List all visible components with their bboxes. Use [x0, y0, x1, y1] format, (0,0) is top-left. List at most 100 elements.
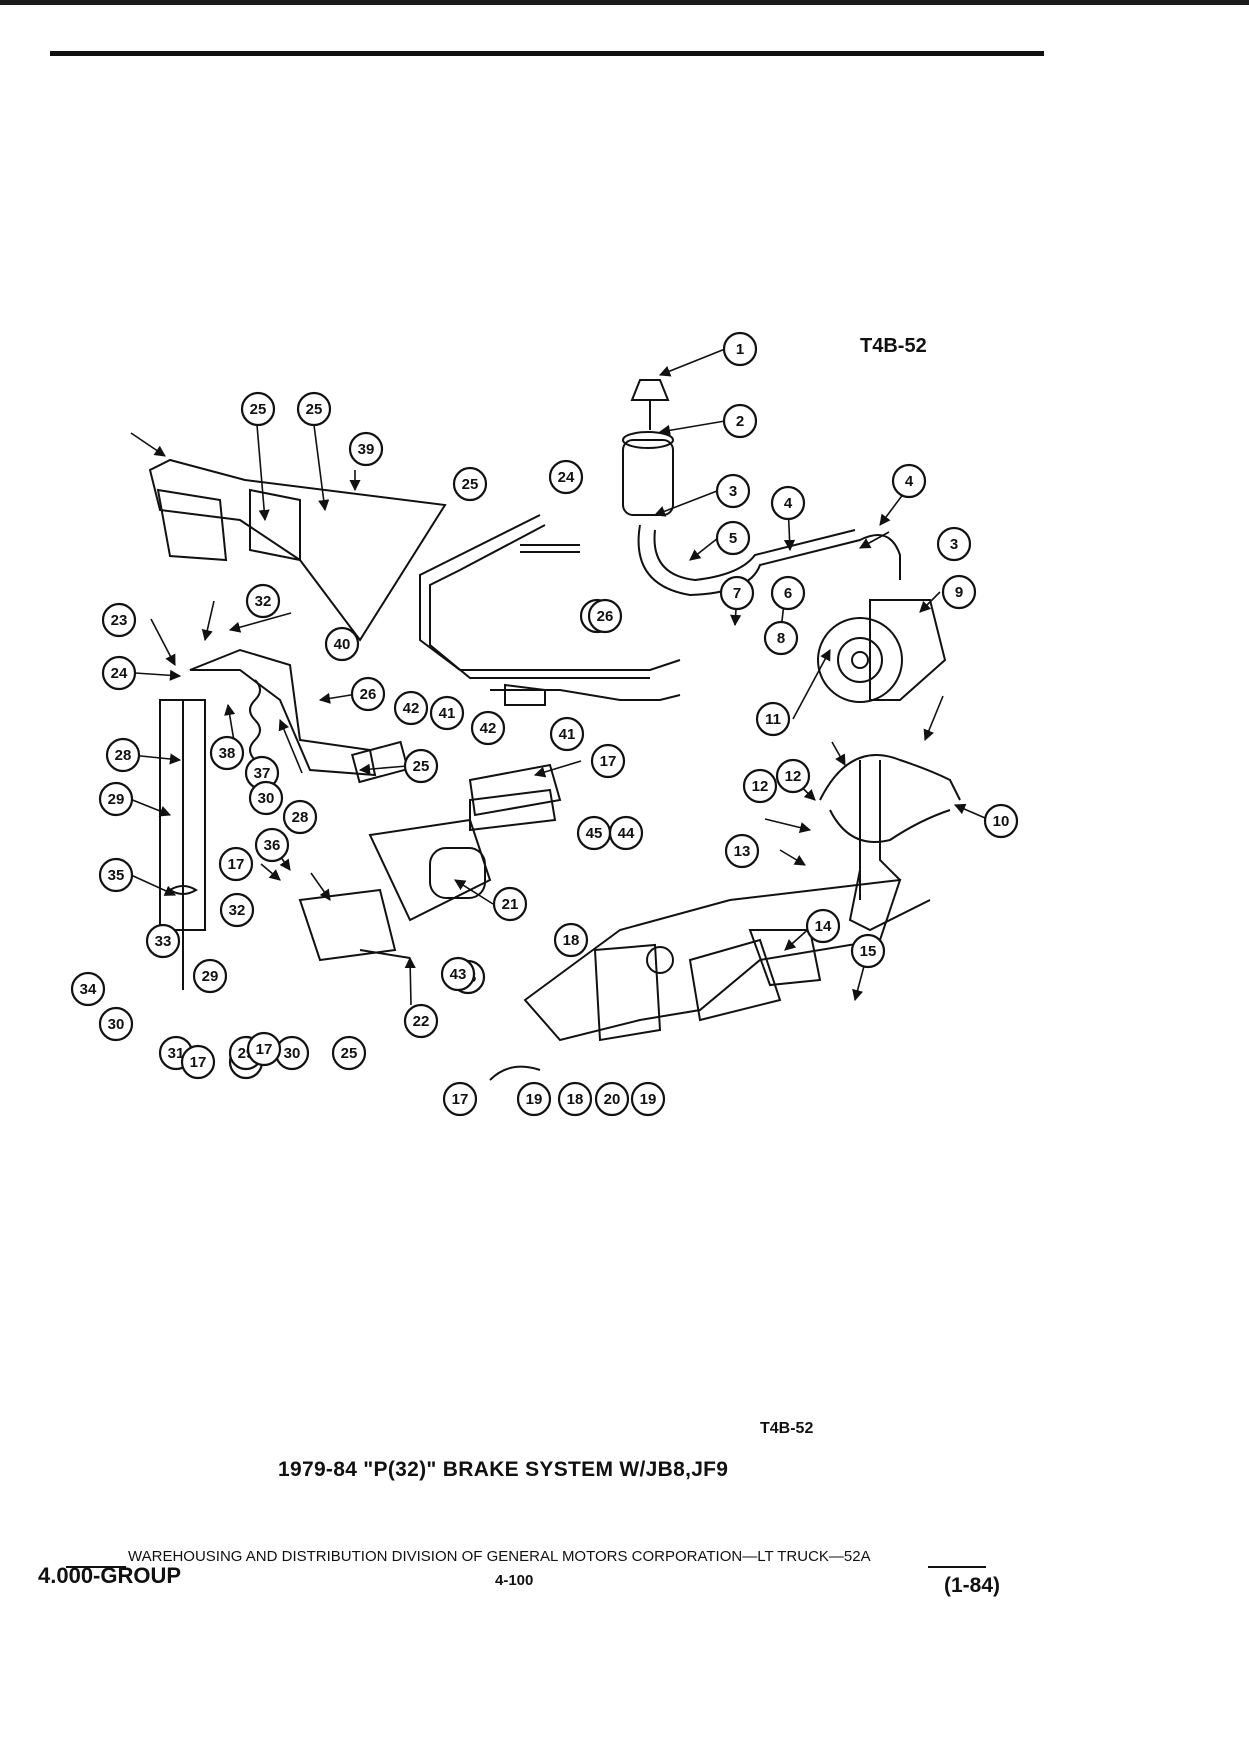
callout-17: 17: [442, 1081, 478, 1117]
callout-5: 5: [715, 520, 751, 556]
firewall-panel: [148, 458, 447, 642]
callout-41: 41: [429, 695, 465, 731]
gear-mount-bracket: [593, 943, 662, 1042]
callout-label: 29: [202, 968, 219, 985]
callout-label: 26: [360, 686, 377, 703]
callout-label: 19: [640, 1091, 657, 1108]
callout-label: 26: [597, 608, 614, 625]
callout-21: 21: [492, 886, 528, 922]
pressure-hose: [819, 754, 961, 801]
footer-date: (1-84): [944, 1574, 1001, 1597]
callout-30: 30: [98, 1006, 134, 1042]
callout-18: 18: [557, 1081, 593, 1117]
callout-45: 45: [576, 815, 612, 851]
bracket-plate-2: [249, 488, 301, 562]
callout-17: 17: [246, 1031, 282, 1067]
brake-pedal: [189, 648, 377, 777]
callout-label: 14: [815, 918, 832, 935]
callout-label: 30: [258, 790, 275, 807]
callout-37: 37: [244, 755, 280, 791]
callout-label: 17: [256, 1041, 273, 1058]
footer-group: 4.000-GROUP: [38, 1563, 182, 1588]
callout-label: 19: [526, 1091, 543, 1108]
callout-label: 3: [729, 483, 737, 500]
callout-11: 11: [755, 701, 791, 737]
callout-29: 29: [98, 781, 134, 817]
callout-4: 4: [891, 463, 927, 499]
bracket-plate: [156, 488, 228, 562]
callout-6: 6: [770, 575, 806, 611]
callout-12: 12: [742, 768, 778, 804]
callout-25: 25: [296, 391, 332, 427]
callout-label: 5: [729, 530, 737, 547]
callout-17: 17: [180, 1044, 216, 1080]
pump-reservoir: [622, 439, 674, 516]
page-top-edge: [0, 0, 1249, 5]
header-rule: [50, 51, 1044, 56]
callout-26: 26: [587, 598, 623, 634]
callout-label: 34: [80, 981, 97, 998]
callout-39: 39: [348, 431, 384, 467]
brake-line-b: [429, 524, 650, 679]
callout-30: 30: [248, 780, 284, 816]
callout-26: 26: [350, 676, 386, 712]
callout-label: 25: [250, 401, 267, 418]
combination-valve: [504, 683, 546, 706]
callout-label: 24: [111, 665, 128, 682]
callout-label: 41: [439, 705, 456, 722]
callout-41: 41: [549, 716, 585, 752]
pump-pulley: [817, 617, 903, 703]
callout-label: 40: [334, 636, 351, 653]
callout-7: 7: [719, 575, 755, 611]
footer-page-number: 4-100: [495, 1572, 534, 1589]
return-spring: [249, 679, 261, 761]
callout-44: 44: [608, 815, 644, 851]
callout-label: 7: [733, 585, 741, 602]
callout-label: 25: [462, 476, 479, 493]
callout-35: 35: [98, 857, 134, 893]
gear-mount-bushing: [646, 946, 674, 974]
callout-28: 28: [282, 799, 318, 835]
callout-24: 24: [548, 459, 584, 495]
callout-label: 8: [777, 630, 785, 647]
callout-23: 23: [101, 602, 137, 638]
callout-18: 18: [553, 922, 589, 958]
callout-label: 41: [559, 726, 576, 743]
callout-22: 22: [403, 1003, 439, 1039]
callout-30: 30: [274, 1035, 310, 1071]
callout-28: 28: [105, 737, 141, 773]
callout-12: 12: [775, 758, 811, 794]
callout-label: 2: [736, 413, 744, 430]
callout-42: 42: [393, 690, 429, 726]
callout-label: 32: [229, 902, 246, 919]
callout-label: 4: [905, 473, 914, 490]
callout-38: 38: [209, 735, 245, 771]
callout-32: 32: [245, 583, 281, 619]
callout-label: 6: [784, 585, 792, 602]
callout-label: 13: [734, 843, 751, 860]
hose-pipe: [848, 869, 931, 932]
callout-label: 25: [306, 401, 323, 418]
callout-40: 40: [324, 626, 360, 662]
callout-label: 28: [292, 809, 309, 826]
callout-label: 22: [413, 1013, 430, 1030]
callout-label: 1: [736, 341, 744, 358]
pedal-pad: [351, 740, 409, 784]
callout-3: 3: [715, 473, 751, 509]
callout-2: 2: [722, 403, 758, 439]
footer-rule-left: [66, 1566, 126, 1568]
steering-pump-body: [869, 599, 947, 701]
callout-label: 37: [254, 765, 271, 782]
callout-label: 33: [155, 933, 172, 950]
callout-13: 13: [724, 833, 760, 869]
callout-label: 32: [255, 593, 272, 610]
brake-line-a: [419, 514, 681, 671]
callout-label: 15: [860, 943, 877, 960]
callout-label: 17: [228, 856, 245, 873]
callout-25: 25: [331, 1035, 367, 1071]
callout-label: 31: [168, 1045, 185, 1062]
callout-17: 17: [590, 743, 626, 779]
callout-42: 42: [470, 710, 506, 746]
callout-label: 11: [765, 711, 781, 728]
